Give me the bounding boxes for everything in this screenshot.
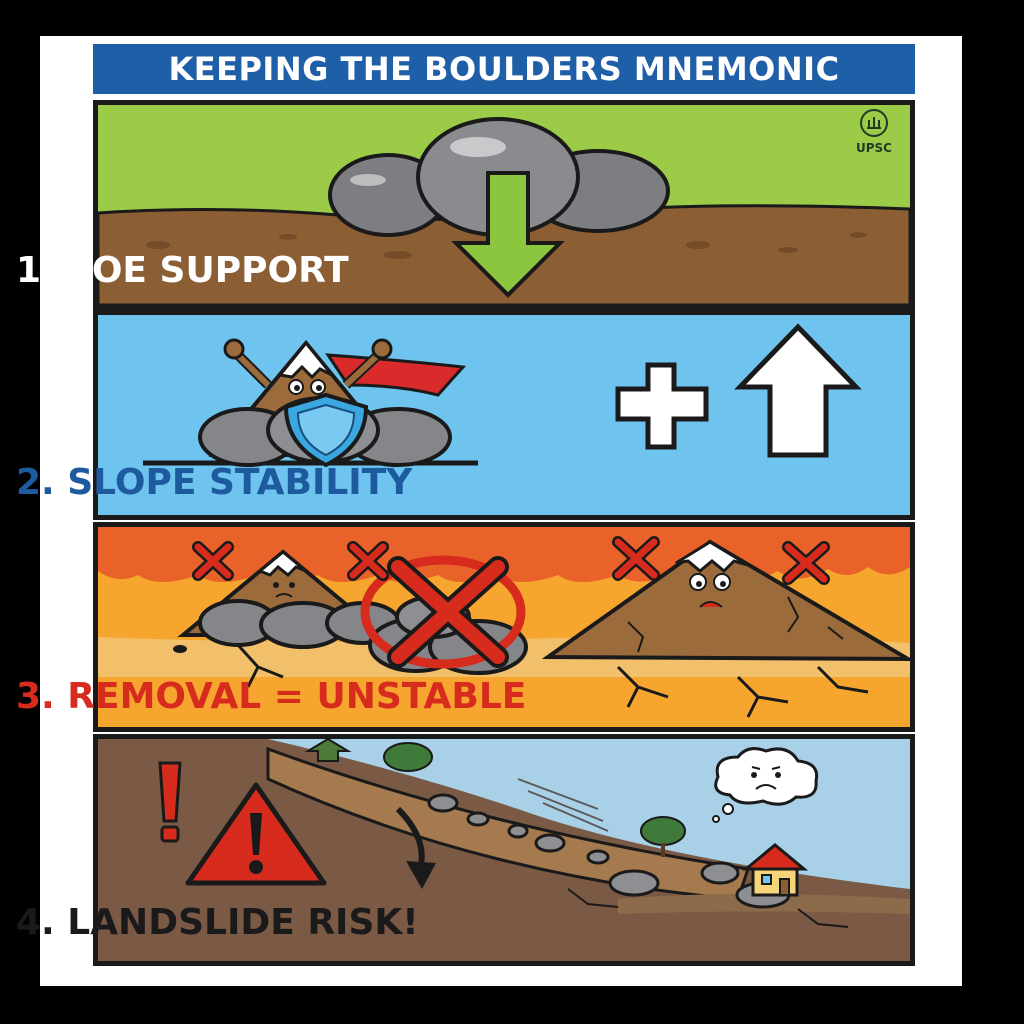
up-arrow-icon [734,323,862,458]
emblem-icon [860,109,888,137]
slope-stability-illustration [143,323,862,468]
panel-slope-stability [93,310,915,520]
house-icon [741,843,809,897]
panel-3-label: 3. REMOVAL = UNSTABLE [16,676,527,717]
warning-icon [185,782,327,886]
toe-support-illustration [98,117,910,305]
trees [304,739,686,857]
worried-cloud-icon [712,747,819,823]
panel-2-label: 2. SLOPE STABILITY [16,462,413,503]
panel-1-label: 1. TOE SUPPORT [16,250,349,291]
panel-4-label: 4. LANDSLIDE RISK! [16,902,419,943]
plus-icon [615,362,709,450]
down-arrow-icon [451,171,565,298]
small-x-icons [192,536,830,585]
landslide-illustration [98,739,910,961]
upsc-logo: UPSC [852,108,896,155]
mountain-right [541,539,910,662]
cape [325,353,467,397]
exclamation-icon [158,761,182,843]
page-title: KEEPING THE BOULDERS MNEMONIC [93,44,915,94]
panel-removal-unstable [93,522,915,732]
removal-unstable-illustration [98,527,910,718]
logo-text: UPSC [856,141,892,155]
panel-landslide-risk [93,734,915,966]
cross-mark-icon [360,555,526,669]
panel-toe-support [93,100,915,310]
